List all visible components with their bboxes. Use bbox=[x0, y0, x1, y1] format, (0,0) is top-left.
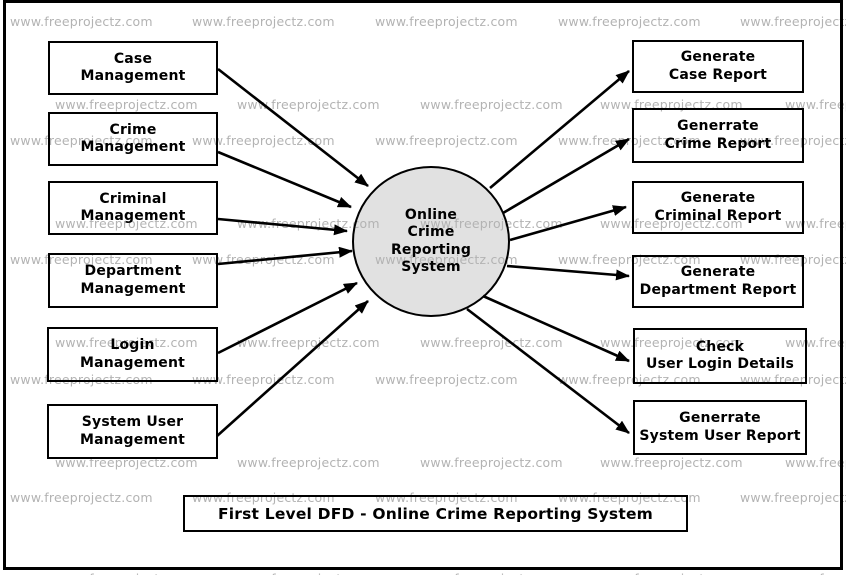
flow-arrow-department-to-process bbox=[217, 246, 353, 266]
flow-arrow-case-to-process bbox=[217, 67, 369, 188]
watermark-text: www.freeprojectz.com bbox=[375, 133, 518, 148]
watermark-text: www.freeprojectz.com bbox=[420, 571, 563, 575]
entity-criminal-management: Criminal Management bbox=[48, 181, 218, 235]
watermark-text: www.freeprojectz.com bbox=[558, 490, 701, 505]
entity-systemuser-management: System User Management bbox=[47, 404, 218, 459]
flow-arrow-systemuser-to-process bbox=[216, 300, 369, 437]
entity-label: Login bbox=[110, 337, 155, 353]
output-generate-case-report: Generate Case Report bbox=[632, 40, 804, 93]
output-label: Generate bbox=[680, 264, 756, 280]
output-label: Criminal Report bbox=[654, 207, 782, 224]
process-online-crime-reporting-system: Online Crime Reporting System bbox=[352, 166, 510, 317]
process-label: Online bbox=[404, 206, 458, 223]
output-label: Generrate bbox=[677, 118, 759, 134]
watermark-text: www.freeprojectz.com bbox=[192, 372, 335, 387]
output-label: Department Report bbox=[639, 281, 797, 298]
entity-label: Crime bbox=[109, 121, 157, 138]
entity-label: Management bbox=[80, 68, 186, 84]
flow-arrow-process-to-criminal-report bbox=[509, 205, 627, 242]
diagram-title-box: First Level DFD - Online Crime Reporting… bbox=[183, 495, 688, 532]
watermark-text: www.freeprojectz.com bbox=[420, 455, 563, 470]
process-label: Crime bbox=[407, 224, 455, 240]
watermark-text: www.freeprojectz.com bbox=[237, 97, 380, 112]
watermark-text: www.freeprojectz.com bbox=[600, 571, 743, 575]
watermark-text: www.freeprojectz.com bbox=[785, 455, 846, 470]
watermark-text: www.freeprojectz.com bbox=[600, 455, 743, 470]
watermark-text: www.freeprojectz.com bbox=[192, 490, 335, 505]
entity-label: Management bbox=[80, 208, 186, 224]
entity-case-management: Case Management bbox=[48, 41, 218, 95]
output-label: User Login Details bbox=[646, 356, 794, 372]
watermark-text: www.freeprojectz.com bbox=[375, 14, 518, 29]
watermark-text: www.freeprojectz.com bbox=[55, 335, 198, 350]
output-generrate-crime-report: Generrate Crime Report bbox=[632, 108, 804, 163]
watermark-text: www.freeprojectz.com bbox=[237, 571, 380, 575]
entity-label: Management bbox=[80, 280, 186, 297]
entity-crime-management: Crime Management bbox=[48, 112, 218, 166]
entity-label: Management bbox=[79, 354, 186, 371]
watermark-text: www.freeprojectz.com bbox=[740, 490, 846, 505]
watermark-text: www.freeprojectz.com bbox=[375, 372, 518, 387]
process-label: System bbox=[401, 259, 461, 275]
flow-arrow-crime-to-process bbox=[217, 150, 352, 209]
flow-arrow-process-to-systemuser-report bbox=[466, 307, 630, 435]
entity-label: System User bbox=[81, 414, 184, 430]
flow-arrow-process-to-login-details bbox=[482, 294, 630, 363]
entity-label: Management bbox=[79, 431, 186, 448]
output-label: System User Report bbox=[639, 427, 801, 444]
flow-arrow-process-to-case-report bbox=[489, 70, 630, 189]
watermark-text: www.freeprojectz.com bbox=[375, 490, 518, 505]
watermark-text: www.freeprojectz.com bbox=[55, 97, 198, 112]
watermark-text: www.freeprojectz.com bbox=[237, 455, 380, 470]
output-label: Generate bbox=[680, 190, 756, 206]
output-label: Generrate bbox=[679, 410, 761, 426]
process-label: Reporting bbox=[390, 241, 472, 258]
watermark-text: www.freeprojectz.com bbox=[10, 133, 153, 148]
output-generate-department-report: Generate Department Report bbox=[632, 255, 804, 308]
watermark-text: www.freeprojectz.com bbox=[10, 252, 153, 267]
watermark-text: www.freeprojectz.com bbox=[740, 133, 846, 148]
diagram-title: First Level DFD - Online Crime Reporting… bbox=[217, 504, 654, 523]
flow-arrow-process-to-crime-report bbox=[502, 137, 630, 215]
output-label: Generate bbox=[680, 49, 756, 65]
watermark-text: www.freeprojectz.com bbox=[600, 216, 743, 231]
watermark-text: www.freeprojectz.com bbox=[55, 571, 198, 575]
watermark-text: www.freeprojectz.com bbox=[558, 14, 701, 29]
watermark-text: www.freeprojectz.com bbox=[192, 133, 335, 148]
output-generate-criminal-report: Generate Criminal Report bbox=[632, 181, 804, 234]
watermark-text: www.freeprojectz.com bbox=[10, 490, 153, 505]
entity-label: Management bbox=[80, 139, 186, 155]
output-generrate-systemuser-report: Generrate System User Report bbox=[633, 400, 807, 455]
flow-arrow-login-to-process bbox=[217, 281, 358, 355]
watermark-text: www.freeprojectz.com bbox=[740, 14, 846, 29]
entity-label: Criminal bbox=[99, 190, 167, 207]
output-label: Check bbox=[695, 338, 745, 355]
entity-login-management: Login Management bbox=[47, 327, 218, 382]
output-check-user-login-details: Check User Login Details bbox=[633, 328, 807, 384]
watermark-text: www.freeprojectz.com bbox=[237, 335, 380, 350]
watermark-text: www.freeprojectz.com bbox=[785, 216, 846, 231]
watermark-text: www.freeprojectz.com bbox=[10, 14, 153, 29]
watermark-text: www.freeprojectz.com bbox=[420, 97, 563, 112]
entity-department-management: Department Management bbox=[48, 253, 218, 308]
watermark-text: www.freeprojectz.com bbox=[192, 14, 335, 29]
flow-arrow-criminal-to-process bbox=[217, 217, 348, 236]
watermark-text: www.freeprojectz.com bbox=[55, 216, 198, 231]
flow-arrow-process-to-department-report bbox=[506, 264, 630, 281]
watermark-text: www.freeprojectz.com bbox=[600, 335, 743, 350]
output-label: Case Report bbox=[668, 66, 768, 83]
output-label: Crime Report bbox=[664, 135, 772, 152]
watermark-text: www.freeprojectz.com bbox=[785, 335, 846, 350]
entity-label: Department bbox=[84, 263, 182, 279]
watermark-text: www.freeprojectz.com bbox=[420, 335, 563, 350]
watermark-text: www.freeprojectz.com bbox=[785, 571, 846, 575]
entity-label: Case bbox=[113, 50, 153, 67]
watermark-text: www.freeprojectz.com bbox=[10, 372, 153, 387]
